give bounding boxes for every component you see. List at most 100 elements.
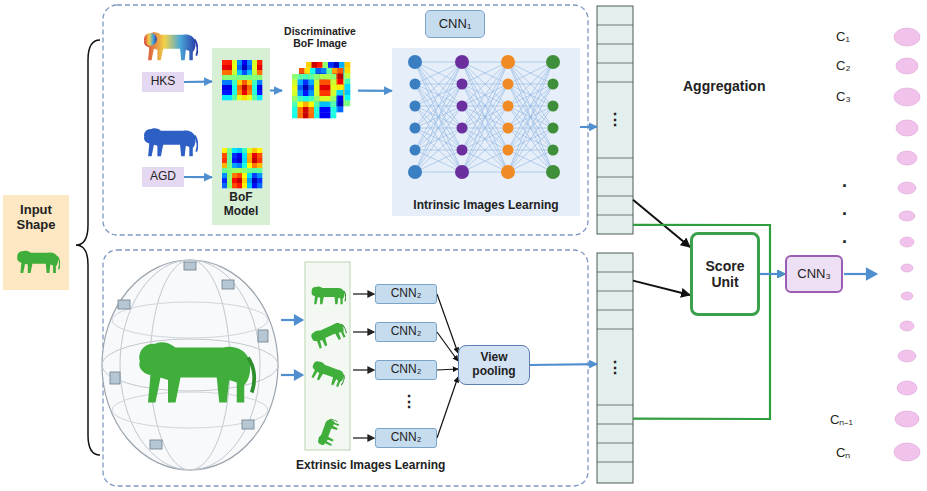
vector-cell <box>597 310 633 311</box>
heat-cell <box>232 178 237 183</box>
heat-cell <box>257 173 262 178</box>
heat-cell <box>242 163 247 168</box>
heat-cell <box>310 68 316 74</box>
net-link <box>462 128 508 172</box>
heat-cell <box>320 80 326 86</box>
heat-cell <box>237 90 242 95</box>
connector-arrow <box>270 89 282 91</box>
neuron <box>503 79 514 90</box>
heat-cell <box>222 158 227 163</box>
bof-model-panel: BoF Model <box>212 48 270 225</box>
heat-cell <box>299 68 305 74</box>
heat-cell <box>232 168 237 173</box>
heat-cell <box>252 183 257 188</box>
heat-cell <box>314 85 320 91</box>
heat-cell <box>345 73 351 79</box>
neuron <box>546 55 560 69</box>
heat-cell <box>257 183 262 188</box>
node-text: CNN₁ <box>439 17 472 32</box>
vector-cell <box>597 82 633 83</box>
heat-cell <box>232 65 237 70</box>
connector-arrow <box>184 80 212 83</box>
class-ellipse <box>897 381 917 395</box>
heat-cell <box>331 80 337 86</box>
cnn-label: CNN₁ <box>425 10 485 38</box>
heat-cell <box>237 75 242 80</box>
vector-cell <box>597 196 633 197</box>
net-link <box>415 128 462 172</box>
net-link <box>415 62 462 63</box>
heat-cell <box>325 85 331 91</box>
heat-cell <box>320 74 326 80</box>
node-text: View pooling <box>462 351 526 379</box>
net-link <box>415 62 462 106</box>
heat-cell <box>257 158 262 163</box>
node-text: ⋮ <box>603 359 627 377</box>
heat-cell <box>232 80 237 85</box>
cnn-box: CNN₂ <box>375 428 437 448</box>
heat-cell <box>320 107 326 113</box>
heat-cell <box>237 95 242 100</box>
vector-cell <box>597 462 633 463</box>
heat-cell <box>232 173 237 178</box>
neuron <box>503 101 514 112</box>
class-ellipses <box>894 28 920 461</box>
heat-cell <box>247 75 252 80</box>
connector-arrow <box>437 294 458 353</box>
heat-cell <box>247 85 252 90</box>
heat-cell <box>331 96 337 102</box>
heat-cell <box>227 70 232 75</box>
net-link <box>415 172 462 173</box>
heat-cell <box>338 74 344 80</box>
net-link <box>508 62 553 106</box>
heat-cell <box>247 163 252 168</box>
heat-cell <box>227 148 232 153</box>
heat-cell <box>227 80 232 85</box>
score-unit: Score Unit <box>690 232 760 316</box>
net-link <box>508 84 553 172</box>
neuron <box>548 101 559 112</box>
heatmap <box>222 60 262 100</box>
heat-cell <box>298 80 304 86</box>
net-link <box>415 84 462 172</box>
heat-cell <box>222 183 227 188</box>
class-name: C₂ <box>836 58 850 73</box>
connector-arrow <box>633 200 690 247</box>
heat-cell <box>331 102 337 108</box>
heat-cell <box>309 80 315 86</box>
heat-cell <box>328 62 334 68</box>
net-link <box>415 62 462 150</box>
neuron <box>455 165 469 179</box>
heat-cell <box>237 153 242 158</box>
neuron <box>501 165 515 179</box>
vector-cell <box>597 215 633 216</box>
heat-cell <box>298 85 304 91</box>
heat-cell <box>237 163 242 168</box>
heat-cell <box>314 80 320 86</box>
heat-cell <box>292 107 298 113</box>
hks-lion <box>144 32 197 60</box>
node-text: CNN₃ <box>797 267 830 282</box>
net-link <box>508 106 553 172</box>
heat-cell <box>242 183 247 188</box>
class-ellipse <box>898 350 916 362</box>
heatmap-stack <box>292 62 350 118</box>
heat-cell <box>321 68 327 74</box>
class-ellipse <box>894 443 920 461</box>
heat-cell <box>222 80 227 85</box>
heat-cell <box>325 96 331 102</box>
net-link <box>462 62 508 128</box>
feature-label: HKS <box>142 72 184 92</box>
neuron <box>455 55 469 69</box>
vector-cell <box>597 272 633 273</box>
heat-cell <box>237 148 242 153</box>
heat-cell <box>222 85 227 90</box>
heat-cell <box>305 68 311 74</box>
heat-cell <box>232 148 237 153</box>
neuron <box>457 101 468 112</box>
heat-cell <box>232 90 237 95</box>
connector-arrow <box>633 281 690 295</box>
heat-cell <box>237 85 242 90</box>
heat-cell <box>237 158 242 163</box>
heat-cell <box>331 85 337 91</box>
